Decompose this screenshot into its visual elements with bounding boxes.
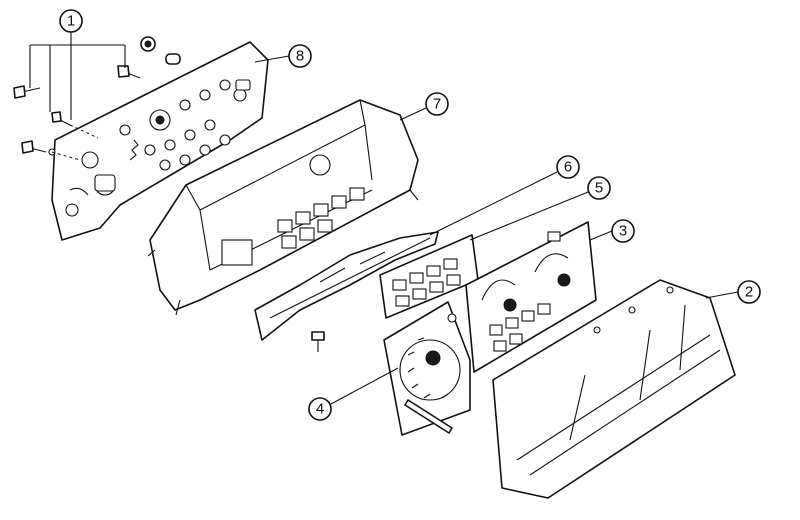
callout-2: 2 [737,280,761,304]
gauge-dial [465,221,597,373]
screw [117,65,141,79]
svg-text:2: 2 [745,284,753,301]
callout-1: 1 [59,9,83,33]
screw [51,111,71,126]
callout-5: 5 [587,176,611,200]
screw [13,85,41,99]
callout-6: 6 [556,155,580,179]
svg-text:6: 6 [564,159,572,176]
speedometer-dial [383,301,471,436]
screw [21,140,47,154]
callout-4: 4 [308,397,332,421]
printed-circuit-board [51,41,269,241]
reset-knob [404,399,453,434]
screws-and-bulbs [13,36,181,161]
svg-text:5: 5 [595,180,603,197]
svg-text:1: 1 [67,13,75,30]
svg-text:3: 3 [619,223,627,240]
indicator-lens-panel [379,234,479,319]
cluster-lens [492,279,736,499]
callout-7: 7 [425,92,449,116]
reflector-strip [254,231,439,341]
svg-text:4: 4 [316,401,324,418]
svg-text:8: 8 [296,48,304,65]
cluster-case [147,99,419,316]
bulb-socket [140,36,156,52]
mounting-screw [311,331,325,352]
leader-lines [29,32,739,405]
bulb [165,53,181,65]
callout-3: 3 [611,219,635,243]
svg-text:7: 7 [433,96,441,113]
callout-8: 8 [288,44,312,68]
